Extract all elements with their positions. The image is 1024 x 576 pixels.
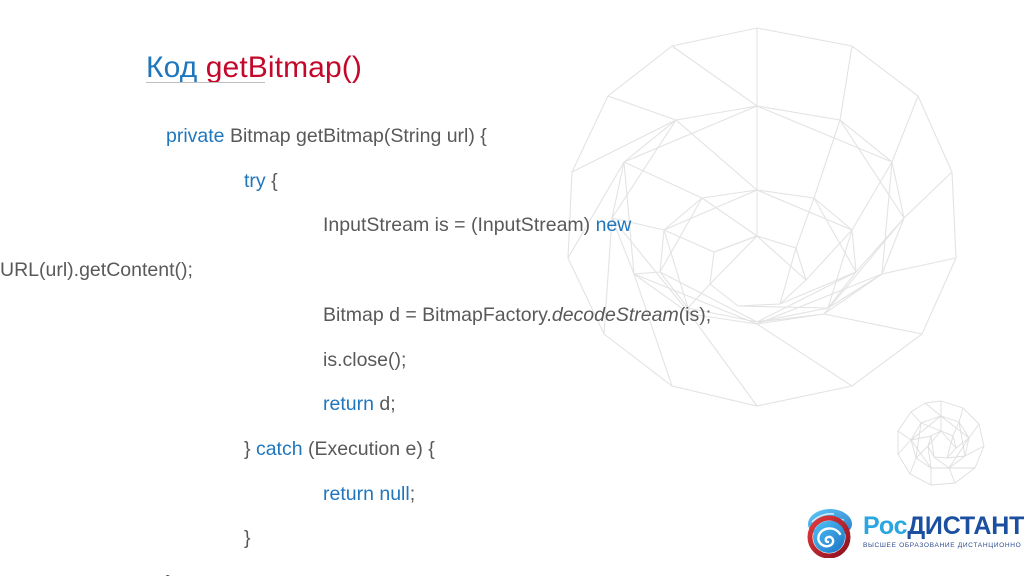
code-token: { (265, 169, 278, 192)
code-line: InputStream is = (InputStream) new (166, 203, 866, 248)
logo-tagline: ВЫСШЕЕ ОБРАЗОВАНИЕ ДИСТАНЦИОННО (863, 542, 1022, 549)
code-token: return (323, 393, 374, 416)
code-token: URL(url).getContent(); (0, 259, 193, 282)
title-block: Код getBitmap() (146, 50, 666, 86)
code-token: d; (373, 393, 396, 416)
code-line: } (166, 516, 866, 561)
code-line: } (166, 561, 866, 576)
brand-logo: РосДИСТАНТ ВЫСШЕЕ ОБРАЗОВАНИЕ ДИСТАНЦИОН… (804, 503, 1024, 561)
code-block: private Bitmap getBitmap(String url) {tr… (0, 114, 866, 576)
code-line: is.close(); (166, 338, 866, 383)
code-token: } (244, 527, 251, 550)
page-title-red-part: getBitmap() (205, 51, 362, 84)
code-line: private Bitmap getBitmap(String url) { (166, 114, 866, 159)
code-token: decodeStream (551, 303, 679, 326)
polygon-sphere-small-icon (897, 400, 985, 486)
code-line: Bitmap d = BitmapFactory.decodeStream(is… (166, 293, 866, 338)
code-token: is.close(); (323, 348, 407, 371)
code-line: try { (166, 159, 866, 204)
code-token: Bitmap getBitmap(String url) { (224, 125, 487, 147)
code-line: return null; (166, 472, 866, 517)
code-line: } catch (Execution e) { (166, 427, 866, 472)
code-token: } (166, 572, 173, 576)
code-token: catch (255, 437, 303, 460)
code-token: try (244, 169, 266, 192)
code-line-wrapped: URL(url).getContent(); (0, 248, 866, 293)
logo-wordmark: РосДИСТАНТ (863, 513, 1024, 540)
logo-wordmark-light: Рос (863, 512, 908, 540)
code-token: ; (409, 482, 416, 505)
code-token: return null (323, 482, 410, 505)
code-token: (is); (678, 303, 712, 326)
page-title-blue-part: Код (146, 51, 206, 84)
code-token: InputStream is = (InputStream) (323, 214, 596, 237)
globe-swirl-logo-icon (807, 509, 852, 558)
code-token: private (166, 125, 225, 147)
logo-wordmark-dark: ДИСТАНТ (907, 512, 1024, 540)
code-token: new (595, 214, 632, 237)
logo-text: РосДИСТАНТ ВЫСШЕЕ ОБРАЗОВАНИЕ ДИСТАНЦИОН… (863, 513, 1024, 551)
page-title: Код getBitmap() (146, 50, 666, 86)
title-underline (146, 82, 265, 83)
code-token: Bitmap d = BitmapFactory. (323, 303, 552, 326)
code-token: (Execution e) { (302, 437, 435, 460)
code-token: } (244, 437, 256, 460)
code-line: return d; (166, 382, 866, 427)
